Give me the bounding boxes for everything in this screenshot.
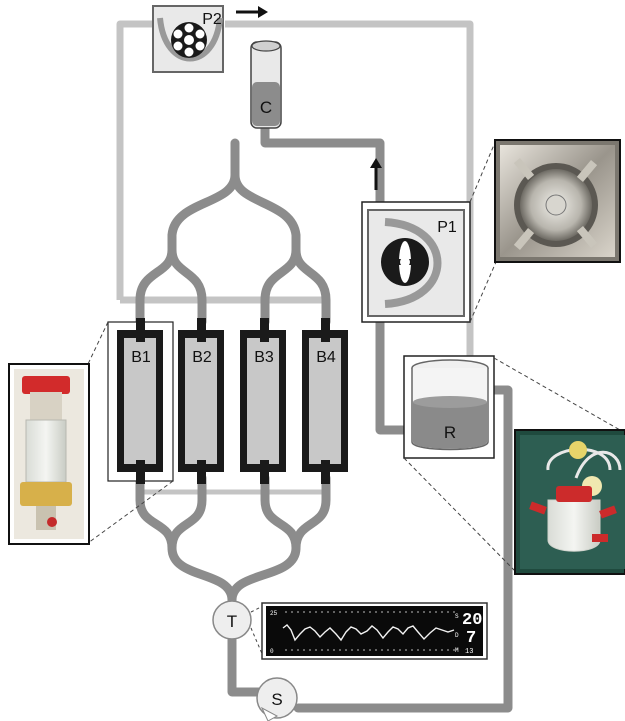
bioreactor-label: B4: [316, 349, 336, 366]
monitor-m-tag: M: [455, 647, 459, 654]
sensor-s: S: [257, 678, 297, 721]
monitor-scale-top: 25: [270, 610, 278, 617]
monitor-scale-bottom: 0: [270, 648, 274, 655]
reservoir-label: R: [444, 423, 456, 442]
sensor-s-label: S: [271, 690, 282, 709]
monitor-s-tag: S: [455, 613, 459, 620]
bioreactor-b2: [178, 318, 224, 484]
chamber-label: C: [260, 98, 272, 117]
monitor-mean: 13: [465, 648, 473, 656]
pump-p1: P1: [362, 202, 470, 322]
pump-p2: P2: [153, 6, 223, 72]
sensor-t: T: [213, 601, 251, 639]
pump-p1-label: P1: [437, 219, 457, 236]
pump-photo: [470, 140, 620, 322]
arrow-right-icon: [236, 6, 268, 18]
pump-p2-label: P2: [202, 11, 222, 28]
chamber-c: C: [251, 41, 281, 128]
pressure-monitor: 25 0 S D M 20 7 13: [251, 603, 487, 659]
bioreactor-label: B3: [254, 349, 274, 366]
sensor-t-label: T: [227, 612, 237, 631]
monitor-diastolic: 7: [466, 629, 476, 648]
bioreactor-b3: [240, 318, 286, 484]
bioreactor-label: B1: [131, 349, 151, 366]
monitor-systolic: 20: [462, 611, 482, 630]
reservoir-r: R: [404, 356, 494, 458]
bioreactor-b4: [302, 318, 348, 484]
peristaltic-pump-icon: [381, 238, 429, 286]
monitor-d-tag: D: [455, 632, 459, 639]
bioreactor-b1: [108, 318, 173, 484]
bioreactor-label: B2: [192, 349, 212, 366]
